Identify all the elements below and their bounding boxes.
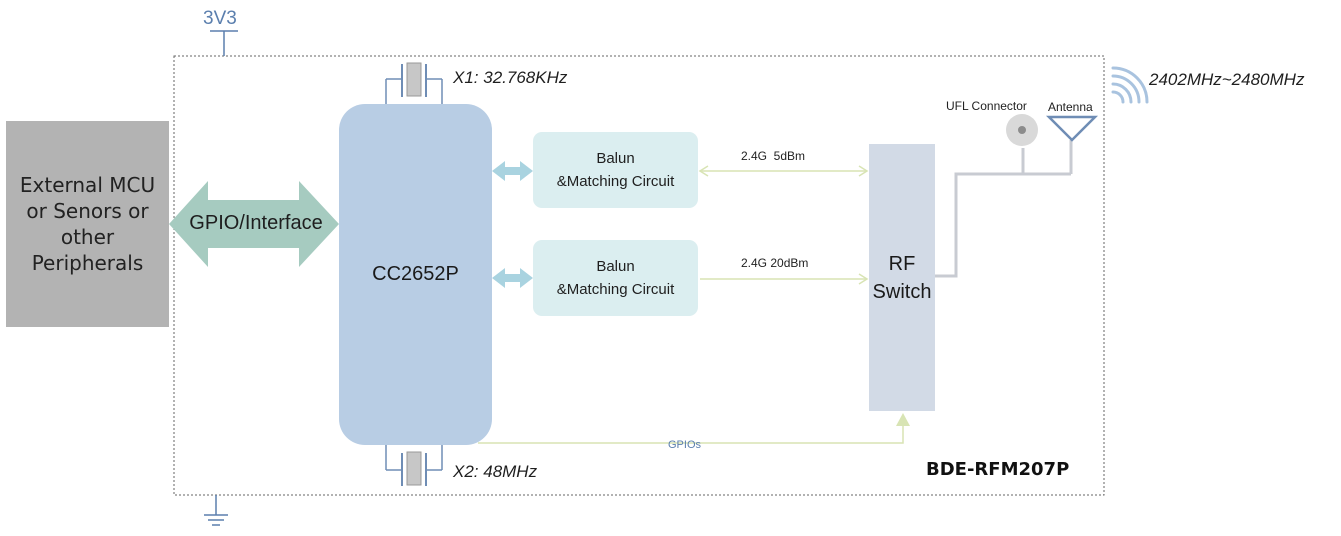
mcu-balun-1-arrow	[492, 161, 533, 181]
balun-title: Balun	[596, 150, 635, 167]
interface-label: GPIO/Interface	[189, 212, 323, 234]
crystal-icon	[385, 62, 443, 104]
ufl-connector-icon	[1006, 114, 1038, 146]
antenna-icon	[1045, 115, 1099, 142]
crystal-icon	[385, 445, 443, 486]
power-label: 3V3	[203, 8, 237, 29]
rf-switch-block: RF Switch	[869, 144, 935, 411]
ground-icon	[204, 495, 228, 526]
wifi-signal-icon	[1111, 66, 1149, 104]
antenna-label: Antenna	[1048, 100, 1093, 114]
balun-block-1: Balun &Matching Circuit	[533, 132, 698, 208]
power-wire	[210, 30, 238, 56]
module-name-label: BDE-RFM207P	[926, 459, 1070, 480]
gpios-line	[478, 413, 910, 444]
rf-link-1-label: 2.4G 5dBm	[741, 149, 806, 163]
balun-title: Balun	[596, 258, 635, 275]
balun-block-2: Balun &Matching Circuit	[533, 240, 698, 316]
ufl-connector-label: UFL Connector	[946, 99, 1027, 113]
balun-subtitle: &Matching Circuit	[556, 173, 675, 190]
rf-link-2-label: 2.4G 20dBm	[741, 256, 809, 270]
rf-link-2	[700, 273, 869, 285]
external-peripherals-block: External MCU or Senors or other Peripher…	[6, 121, 169, 327]
interface-double-arrow	[169, 181, 339, 267]
gpios-label: GPIOs	[668, 439, 702, 451]
mcu-balun-2-arrow	[492, 268, 533, 288]
crystal-2-label: X2: 48MHz	[453, 462, 538, 481]
rf-link-1	[698, 165, 869, 177]
mcu-block: CC2652P	[339, 104, 492, 445]
module-border	[173, 55, 1105, 496]
frequency-range-label: 2402MHz~2480MHz	[1149, 70, 1305, 89]
crystal-1-label: X1: 32.768KHz	[453, 68, 568, 87]
mcu-label: CC2652P	[372, 263, 459, 285]
antenna-feed-line	[935, 140, 1073, 278]
balun-subtitle: &Matching Circuit	[556, 281, 675, 298]
